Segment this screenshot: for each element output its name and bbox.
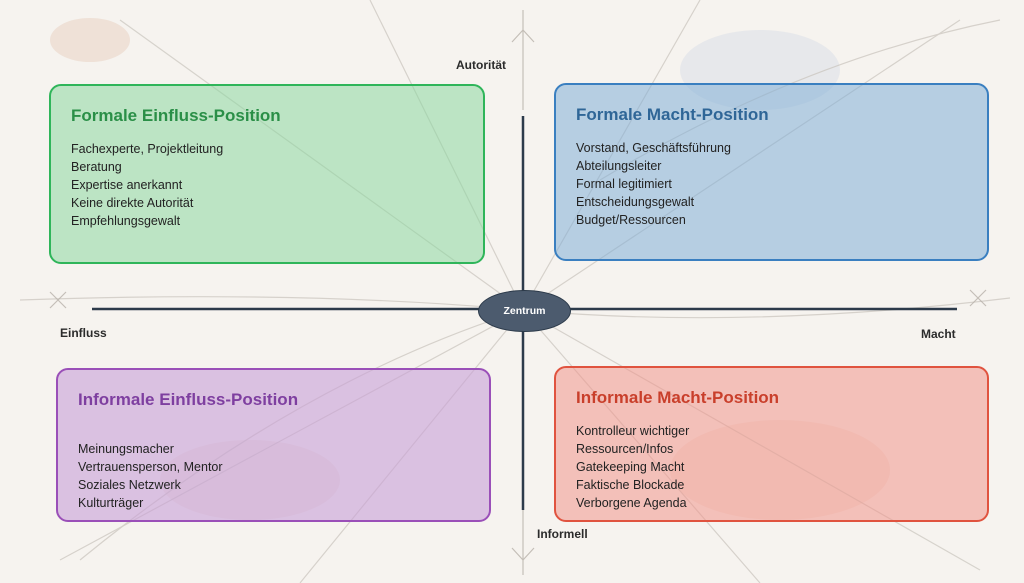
quadrant-formal-influence: Formale Einfluss-Position Fachexperte, P… (49, 84, 485, 264)
quadrant-formal-power: Formale Macht-Position Vorstand, Geschäf… (554, 83, 989, 261)
list-item: Beratung (71, 160, 122, 174)
list-item: Vorstand, Geschäftsführung (576, 141, 731, 155)
quadrant-title: Formale Macht-Position (576, 105, 769, 124)
list-item: Budget/Ressourcen (576, 213, 686, 227)
list-item: Kontrolleur wichtiger (576, 424, 690, 438)
axis-label-right: Macht (921, 327, 956, 341)
list-item: Gatekeeping Macht (576, 460, 685, 474)
axis-label-left: Einfluss (60, 326, 107, 340)
quadrant-title: Formale Einfluss-Position (71, 106, 281, 125)
list-item: Kulturträger (78, 496, 144, 510)
list-item: Ressourcen/Infos (576, 442, 674, 456)
quadrant-title: Informale Macht-Position (576, 388, 780, 407)
list-item: Abteilungsleiter (576, 159, 662, 173)
axis-label-top: Autorität (456, 58, 506, 72)
quadrant-list: Kontrolleur wichtiger Ressourcen/Infos G… (576, 422, 967, 512)
quadrant-informal-power: Informale Macht-Position Kontrolleur wic… (554, 366, 989, 522)
quadrant-informal-influence: Informale Einfluss-Position Meinungsmach… (56, 368, 491, 522)
list-item: Formal legitimiert (576, 177, 672, 191)
list-item: Fachexperte, Projektleitung (71, 142, 224, 156)
list-item: Keine direkte Autorität (71, 196, 194, 210)
list-item: Soziales Netzwerk (78, 478, 181, 492)
list-item: Empfehlungsgewalt (71, 214, 181, 228)
list-item: Verborgene Agenda (576, 496, 687, 510)
list-item: Meinungsmacher (78, 442, 174, 456)
quadrant-title: Informale Einfluss-Position (78, 390, 299, 409)
center-label: Zentrum (503, 305, 546, 317)
list-item: Entscheidungsgewalt (576, 195, 695, 209)
quadrant-list: Vorstand, Geschäftsführung Abteilungslei… (576, 139, 967, 229)
list-item: Expertise anerkannt (71, 178, 183, 192)
quadrant-list: Fachexperte, Projektleitung Beratung Exp… (71, 140, 463, 230)
quadrant-list: Meinungsmacher Vertrauensperson, Mentor … (78, 440, 469, 512)
list-item: Faktische Blockade (576, 478, 685, 492)
list-item: Vertrauensperson, Mentor (78, 460, 223, 474)
axis-label-bottom: Informell (537, 527, 588, 541)
center-node: Zentrum (478, 290, 571, 332)
